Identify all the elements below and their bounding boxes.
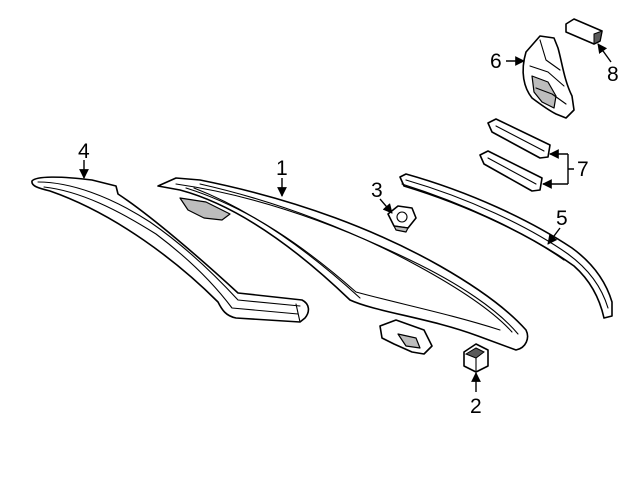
- callout-5: 5: [556, 207, 568, 230]
- callout-3: 3: [371, 179, 383, 202]
- callout-1: 1: [276, 157, 288, 180]
- part-4-side-molding: [31, 176, 310, 323]
- part-1-rear-glass: [157, 177, 529, 355]
- part-5-side-molding: [399, 173, 613, 319]
- callout-2: 2: [470, 395, 482, 418]
- callout-7: 7: [577, 158, 589, 181]
- leader-lines: [79, 43, 612, 392]
- callout-4: 4: [78, 140, 90, 163]
- leader-7-bracket: [567, 154, 574, 184]
- part-7-pad-lower: [479, 150, 543, 192]
- part-8-insert: [565, 18, 603, 45]
- leader-5: [547, 227, 561, 245]
- leader-3: [379, 198, 393, 214]
- leader-8: [597, 43, 612, 63]
- callout-8: 8: [607, 63, 619, 86]
- callout-labels: 1 2 3 4 5 6 7 8: [78, 50, 619, 418]
- part-6-trim-cover: [522, 35, 575, 119]
- part-7-pad-upper: [487, 118, 551, 159]
- callout-6: 6: [490, 50, 502, 73]
- part-2-clip: [463, 343, 489, 373]
- part-3-nut: [387, 205, 417, 233]
